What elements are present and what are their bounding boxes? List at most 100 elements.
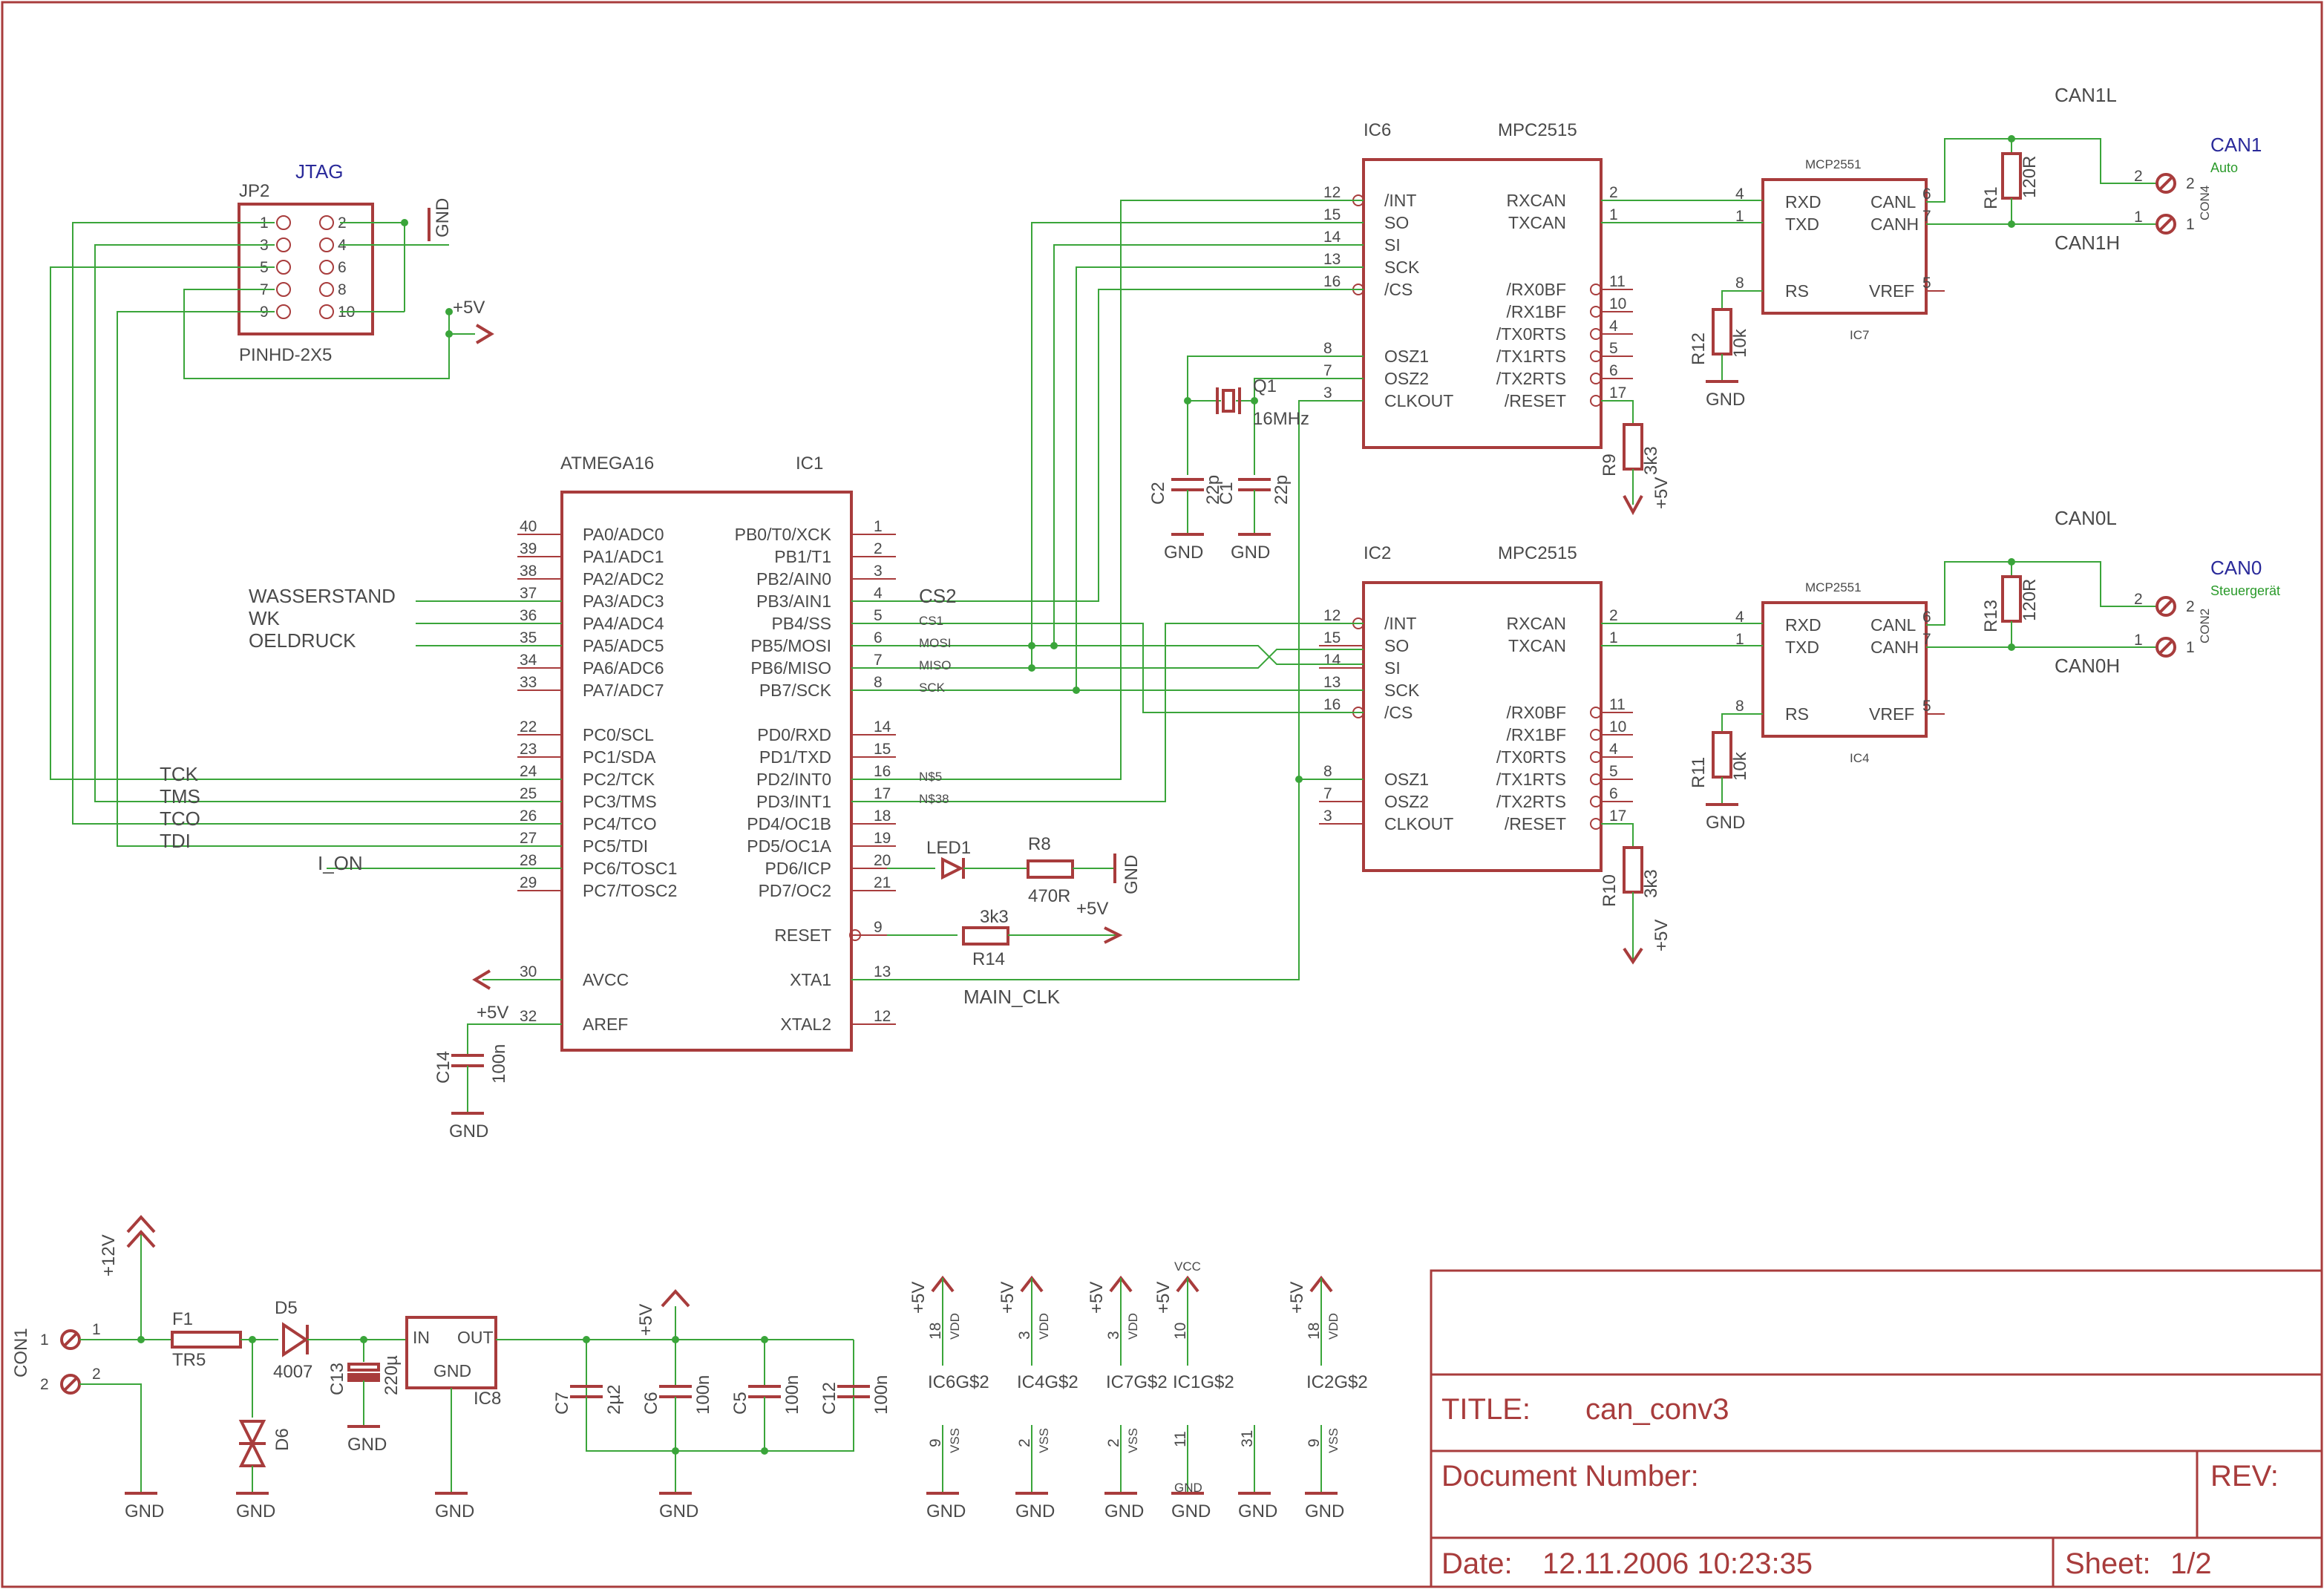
- r10-value: 3k3: [1641, 869, 1661, 898]
- r9-ref: R9: [1600, 453, 1620, 476]
- document-number-label: Document Number:: [1441, 1460, 1699, 1493]
- mcp2515-ic2-pin-label-4: /TX0RTS: [1496, 747, 1566, 767]
- d5-ref: D5: [275, 1298, 298, 1318]
- mcp2551-ic4-pin-rxd: 4: [1735, 609, 1744, 626]
- mcp2515-ic6-name: MPC2515: [1498, 120, 1577, 140]
- supply-gate-0-gnd-label: GND: [926, 1501, 966, 1521]
- c6-value: 100n: [693, 1375, 713, 1415]
- gnd-label-c1: GND: [1231, 543, 1270, 563]
- mcp2515-ic2-pin-num-16: 16: [1323, 696, 1341, 713]
- mcu-pin-num-35: 35: [520, 629, 537, 646]
- mcu-pin-num-12: 12: [874, 1008, 891, 1025]
- mcp2551-ic7-canh: CANH: [1870, 214, 1919, 234]
- mcp2551-ic4-rs-wire: [1721, 713, 1763, 733]
- jtag-pin-pad: [276, 237, 291, 252]
- net-label-n38: N$38: [919, 792, 949, 806]
- mcu-pin-label-29: PC7/TOSC2: [583, 881, 677, 900]
- mcp2515-ic2-pin-label-3: CLKOUT: [1384, 814, 1453, 833]
- mcp2551-ic4-vref: VREF: [1869, 704, 1914, 724]
- mcp2551-ic7-txd: TXD: [1785, 214, 1819, 234]
- mcu-power: +5V C14 100n GND: [433, 969, 509, 1141]
- mcu-pin-label-38: PA2/ADC2: [583, 569, 664, 589]
- mcp2515-ic2-pin-num-10: 10: [1609, 718, 1626, 735]
- inversion-bubble: [1590, 773, 1602, 785]
- mcu-pin-label-9: RESET: [774, 925, 831, 945]
- mcu-name: ATMEGA16: [560, 453, 654, 474]
- mcp2515-ic6-pin-num-7: 7: [1323, 362, 1332, 379]
- mcp2515-ic2-pin-num-14: 14: [1323, 652, 1341, 669]
- r10-ref: R10: [1600, 874, 1620, 907]
- c14-value: 100n: [489, 1044, 509, 1084]
- mcp2551-ic4-pin-rs: 8: [1735, 698, 1744, 715]
- mcp2551-ic7-canl-net: CAN1L: [2055, 84, 2117, 106]
- mcp2551-ic4-canh-net: CAN0H: [2055, 655, 2120, 677]
- mcp2515-ic2-name: MPC2515: [1498, 543, 1577, 563]
- mcu-pin-num-1: 1: [874, 518, 883, 535]
- mcp2551-ic7-rs-wire: [1721, 290, 1763, 309]
- inversion-bubble: [1590, 729, 1602, 741]
- net-label-wk: WK: [249, 607, 281, 629]
- gnd-reg-label: GND: [435, 1501, 474, 1521]
- mcp2515-ic6-pin-num-10: 10: [1609, 295, 1626, 312]
- supply-gate-4-vdd: VDD: [1326, 1313, 1341, 1340]
- mcu-pin-num-3: 3: [874, 563, 883, 580]
- junction-dot: [2008, 558, 2015, 566]
- mcp2515-ic2-pin-label-12: /INT: [1384, 614, 1416, 633]
- mcu-pin-label-35: PA5/ADC5: [583, 636, 664, 655]
- mcp2515-ic2-pin-label-16: /CS: [1384, 703, 1413, 722]
- mcp2515-ic6-pin-num-2: 2: [1609, 184, 1618, 201]
- jtag-pin-pad: [319, 304, 334, 319]
- mcu-pin-num-13: 13: [874, 963, 891, 980]
- mcp2515-ic6-pin-label-15: SO: [1384, 213, 1409, 232]
- mcu-pin-label-22: PC0/SCL: [583, 725, 654, 744]
- mcu-pin-num-36: 36: [520, 607, 537, 624]
- mcu-pin-label-16: PD2/INT0: [756, 770, 831, 789]
- mcp2551-ic4-canh: CANH: [1870, 638, 1919, 657]
- led-ref: LED1: [926, 838, 971, 858]
- mcp2515-ic6-pin-label-6: /TX2RTS: [1496, 369, 1566, 388]
- mcp2515-ic6-pin-num-3: 3: [1323, 384, 1332, 402]
- mcp2551-ic7-conn-pin-num-1: 1: [2186, 216, 2195, 233]
- net-label-cs2: CS2: [919, 585, 957, 607]
- r9-value: 3k3: [1641, 446, 1661, 475]
- mcp2551-ic4-term-value: 120R: [2020, 579, 2040, 621]
- c14-ref: C14: [433, 1051, 454, 1084]
- mcp2515-ic2-pin-label-7: OSZ2: [1384, 792, 1429, 811]
- supply-gate-4-vss: VSS: [1326, 1428, 1341, 1453]
- mcu-pin-label-28: PC6/TOSC1: [583, 859, 677, 878]
- c7-value: 2µ2: [604, 1384, 624, 1415]
- c14-gnd: GND: [449, 1121, 488, 1141]
- r8-gnd: GND: [1122, 855, 1142, 894]
- mcp2551-ic4-canl: CANL: [1870, 615, 1917, 635]
- mcp2551-ic7-canl-wire: [1926, 138, 2156, 203]
- mcp2515-ic2-pin-label-6: /TX2RTS: [1496, 792, 1566, 811]
- mcp2551-ic4-canl-net: CAN0L: [2055, 507, 2117, 529]
- con1-ref: CON1: [11, 1328, 31, 1377]
- mcp2551-ic7-pin-rxd: 4: [1735, 186, 1744, 203]
- mcu-pin-num-29: 29: [520, 874, 537, 891]
- c7-ref: C7: [552, 1392, 572, 1415]
- mcp2515-ic6-pin-num-4: 4: [1609, 318, 1618, 335]
- cap-c2-value: 22p: [1203, 475, 1223, 505]
- junction-dot: [1028, 664, 1035, 672]
- f1-value: TR5: [172, 1350, 206, 1370]
- mcp2551-ic7-rs-gnd-label: GND: [1706, 390, 1745, 410]
- ic1-gnd-small-label: GND: [1174, 1481, 1202, 1495]
- mcu-pin-num-18: 18: [874, 807, 891, 825]
- r8-ref: R8: [1028, 834, 1051, 854]
- mcp2551-ic7-conn-terminal-slash: [2158, 216, 2174, 232]
- title-block: TITLE: can_conv3 Document Number: REV: D…: [1430, 1269, 2323, 1588]
- net-label-miso: MISO: [919, 658, 951, 672]
- title-label: TITLE:: [1441, 1393, 1531, 1426]
- net-label-tco: TCO: [160, 807, 200, 830]
- mcp2515-ic2-pin-label-2: RXCAN: [1506, 614, 1566, 633]
- mcp2551-ic7-rxd: RXD: [1785, 192, 1821, 212]
- mcu-pin-num-8: 8: [874, 674, 883, 691]
- mcu-pin-num-39: 39: [520, 540, 537, 557]
- supply-gate-4-supply: +5V: [1287, 1282, 1307, 1314]
- mcp2551-ic7-conn-sub: Auto: [2210, 160, 2238, 175]
- inversion-bubble: [1590, 373, 1602, 384]
- mcp2515-ic2-pin-num-12: 12: [1323, 607, 1341, 624]
